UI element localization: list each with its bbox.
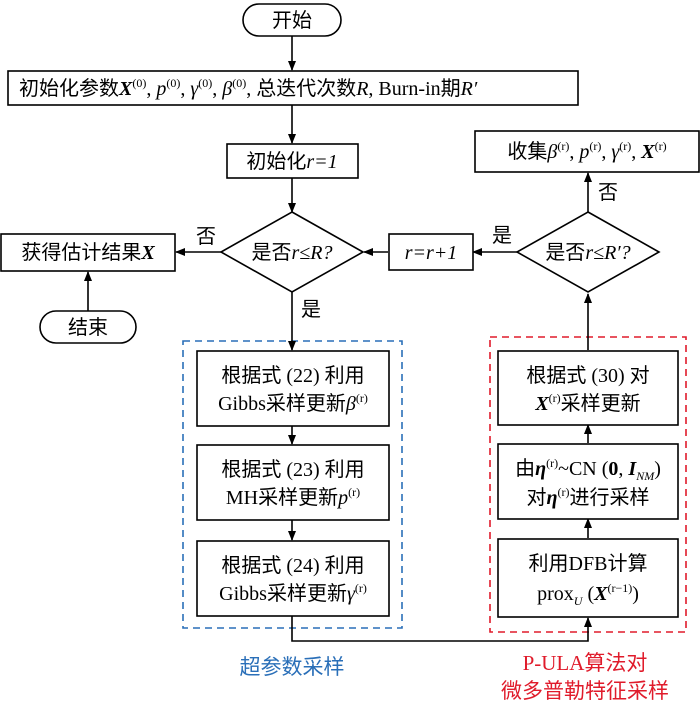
step-23-line1: 根据式 (23) 利用: [221, 458, 364, 481]
label-no-left: 否: [196, 226, 216, 248]
step-23-box: [196, 444, 390, 521]
caption-pula-line2: 微多普勒特征采样: [501, 679, 669, 703]
init-r-box: [226, 143, 359, 179]
decision-r-le-R: [219, 211, 365, 293]
decision-r-le-R-text: 是否r≤R?: [252, 242, 333, 264]
decision-r-le-Rp-text: 是否r≤R′?: [545, 242, 630, 264]
caption-pula-line1: P-ULA算法对: [523, 651, 648, 675]
start-terminal: [242, 3, 342, 37]
step-30-line2: X(r)采样更新: [534, 391, 640, 415]
step-22-line2: Gibbs采样更新β(r): [218, 391, 368, 415]
increment-box: [388, 233, 474, 271]
step-24-box: [196, 540, 390, 617]
step-24-line2: Gibbs采样更新γ(r): [219, 581, 367, 605]
sample-eta-line2: 对η(r)进行采样: [527, 485, 650, 509]
init-params-text: 初始化参数X(0), p(0), γ(0), β(0), 总迭代次数R, Bur…: [19, 76, 478, 100]
step-30-box: [497, 350, 679, 426]
step-23-line2: MH采样更新p(r): [226, 485, 360, 509]
label-yes-down: 是: [301, 299, 321, 321]
get-result-box: [0, 233, 176, 272]
label-yes-right: 是: [492, 225, 512, 247]
collect-box: [474, 130, 700, 173]
step-22-line1: 根据式 (22) 利用: [221, 364, 364, 387]
start-label: 开始: [272, 9, 312, 32]
decision-r-le-Rp: [515, 211, 661, 293]
end-terminal: [39, 310, 137, 344]
step-30-line1: 根据式 (30) 对: [526, 364, 649, 387]
init-params-box: [7, 70, 579, 106]
end-label: 结束: [68, 316, 108, 339]
dfb-box: [497, 538, 679, 618]
step-22-box: [196, 350, 390, 427]
get-result-text: 获得估计结果X: [21, 241, 155, 264]
sample-eta-line1: 由η(r)~CN (0, INM): [515, 456, 661, 483]
dfb-line2: proxU (X(r−1)): [537, 581, 639, 608]
dfb-line1: 利用DFB计算: [529, 552, 648, 575]
caption-hyperparam: 超参数采样: [240, 655, 345, 679]
step-24-line1: 根据式 (24) 利用: [221, 554, 364, 577]
sample-eta-box: [497, 443, 679, 520]
increment-text: r=r+1: [405, 242, 458, 264]
collect-text: 收集β(r), p(r), γ(r), X(r): [507, 139, 666, 163]
arrow-step24-dfb: [291, 615, 592, 642]
init-r-text: 初始化r=1: [246, 150, 337, 173]
label-no-up: 否: [598, 182, 618, 204]
